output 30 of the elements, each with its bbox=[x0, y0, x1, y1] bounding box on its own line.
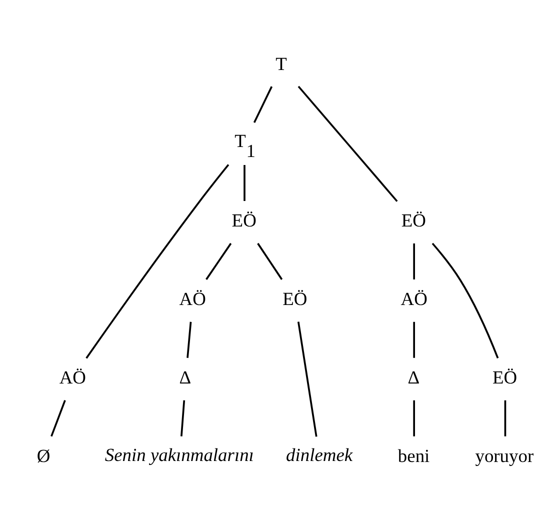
connector bbox=[257, 242, 283, 280]
connector bbox=[180, 400, 186, 436]
node-text: AÖ bbox=[59, 367, 86, 388]
connector bbox=[298, 85, 398, 202]
connector bbox=[244, 164, 246, 200]
connector bbox=[253, 86, 273, 122]
connector bbox=[186, 321, 192, 358]
node-text: Senin yakınmalarını bbox=[104, 444, 254, 464]
node-text: EÖ bbox=[232, 210, 256, 230]
connector bbox=[297, 321, 318, 436]
connector bbox=[86, 164, 230, 358]
connector bbox=[206, 242, 232, 280]
node-text: T bbox=[276, 53, 287, 74]
node-text: dinlemek bbox=[286, 444, 353, 464]
node-text: Δ bbox=[408, 367, 420, 388]
connector bbox=[413, 400, 416, 436]
node-text: EÖ bbox=[492, 367, 518, 388]
node-text: yoruyor bbox=[475, 446, 534, 466]
connector bbox=[50, 400, 66, 436]
node-text: Δ bbox=[179, 367, 192, 388]
connector bbox=[413, 242, 416, 279]
node-text: Ø bbox=[36, 446, 50, 466]
node-text: AÖ bbox=[179, 288, 206, 309]
node-text: EÖ bbox=[282, 288, 308, 309]
node-text: EÖ bbox=[401, 210, 426, 230]
connector bbox=[504, 400, 506, 436]
connector bbox=[413, 321, 416, 358]
node-text: AÖ bbox=[400, 288, 428, 309]
node-text: beni bbox=[398, 446, 430, 466]
connector bbox=[432, 242, 499, 358]
